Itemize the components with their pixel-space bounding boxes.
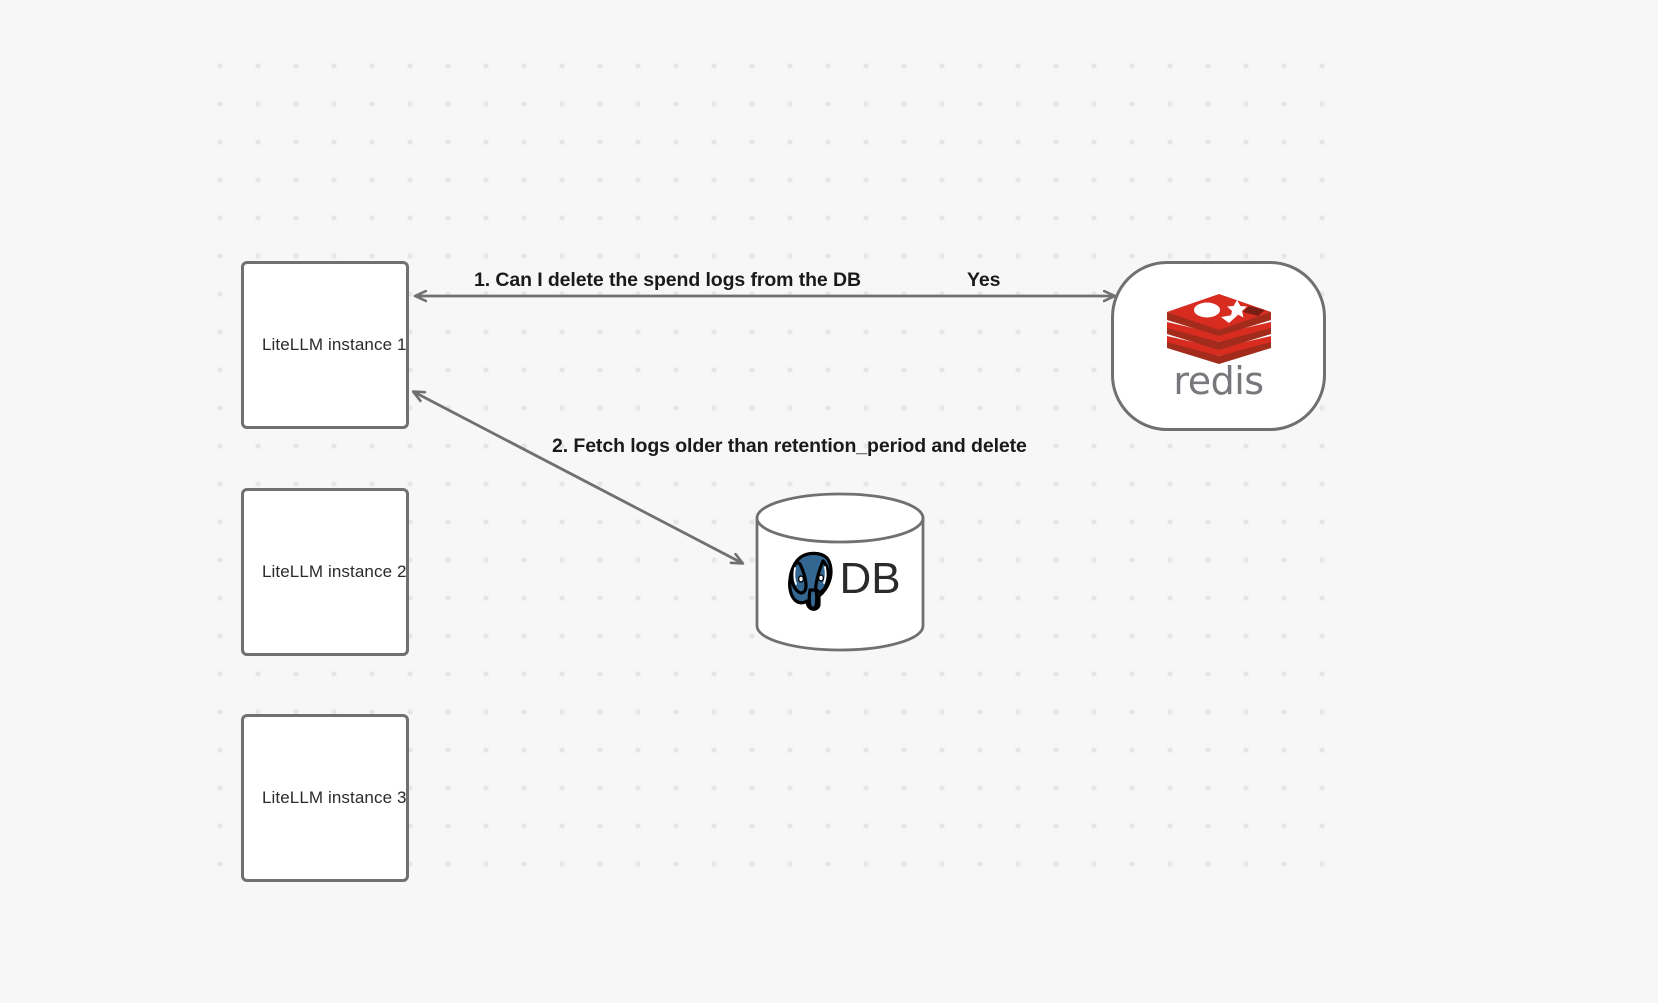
edge-label-step-2: 2. Fetch logs older than retention_perio…: [552, 435, 1027, 457]
node-redis[interactable]: redis: [1111, 261, 1326, 431]
grid-mask-right: [1339, 0, 1658, 1003]
node-db[interactable]: DB: [754, 492, 926, 652]
redis-logo: redis: [1160, 290, 1278, 402]
node-litellm-instance-3[interactable]: LiteLLM instance 3: [241, 714, 409, 882]
node-litellm-instance-1-label: LiteLLM instance 1: [262, 335, 407, 354]
cylinder-shape: [755, 492, 925, 652]
db-label: DB: [839, 554, 901, 603]
node-litellm-instance-2[interactable]: LiteLLM instance 2: [241, 488, 409, 656]
postgresql-elephant-icon: [788, 551, 834, 611]
node-litellm-instance-2-label: LiteLLM instance 2: [262, 562, 407, 581]
grid-mask-top: [0, 0, 1658, 62]
edge-label-step-1-answer: Yes: [967, 269, 1001, 291]
grid-mask-left: [0, 0, 213, 1003]
db-logo-row: DB: [754, 544, 926, 614]
redis-stack-icon: [1166, 294, 1271, 364]
grid-mask-bottom: [0, 892, 1658, 1003]
edge-litellm1-db: [414, 392, 742, 563]
node-litellm-instance-3-label: LiteLLM instance 3: [262, 788, 407, 807]
edge-label-step-1: 1. Can I delete the spend logs from the …: [474, 269, 861, 291]
node-litellm-instance-1[interactable]: LiteLLM instance 1: [241, 261, 409, 429]
redis-wordmark: redis: [1173, 359, 1264, 403]
